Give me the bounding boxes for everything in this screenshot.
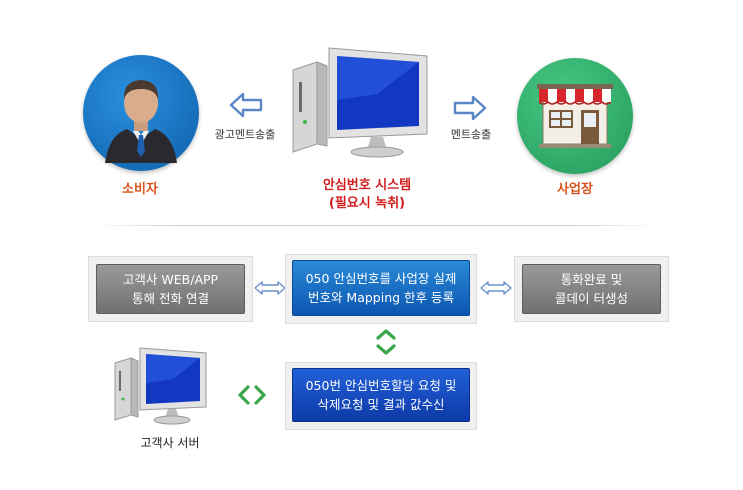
call-complete-box: 통화완료 및 콜데이 터생성 — [522, 264, 661, 314]
double-arrow-icon — [254, 281, 286, 295]
web-app-connect-box: 고객사 WEB/APP 통해 전화 연결 — [96, 264, 245, 314]
store-label: 사업장 — [557, 182, 593, 197]
lower-box-line2: 삭제요청 및 결과 값수신 — [317, 397, 445, 412]
left-arrow-caption: 광고멘트송출 — [214, 128, 276, 141]
consumer-label: 소비자 — [122, 182, 158, 197]
computer-icon — [292, 47, 428, 158]
chevron-leftright-icon — [238, 385, 266, 405]
left-box-line2: 통해 전화 연결 — [132, 291, 209, 306]
left-arrow-icon — [229, 92, 263, 118]
right-arrow-icon — [453, 95, 487, 121]
businessman-icon — [105, 80, 177, 163]
right-box-line1: 통화완료 및 — [560, 272, 623, 287]
center-box-line2: 번호와 Mapping 한후 등록 — [307, 290, 455, 305]
right-box-line2: 콜데이 터생성 — [555, 291, 628, 306]
system-label-line1: 안심번호 시스템 — [322, 178, 412, 193]
chevron-updown-icon — [376, 329, 396, 355]
left-box-line1: 고객사 WEB/APP — [122, 272, 219, 287]
server-label: 고객사 서버 — [140, 436, 200, 450]
right-arrow-caption: 멘트송출 — [450, 128, 492, 141]
system-label-line2: (필요시 녹취) — [328, 196, 406, 211]
number-allocation-box: 050번 안심번호할당 요청 및 삭제요청 및 결과 값수신 — [292, 368, 470, 422]
store-icon — [537, 84, 613, 148]
consumer-circle — [83, 55, 199, 171]
double-arrow-icon — [480, 281, 512, 295]
server-computer-icon — [114, 347, 207, 425]
lower-box-line1: 050번 안심번호할당 요청 및 — [305, 378, 457, 393]
store-circle — [517, 58, 633, 174]
section-divider — [92, 225, 657, 226]
mapping-register-box: 050 안심번호를 사업장 실제 번호와 Mapping 한후 등록 — [292, 260, 470, 316]
center-box-line1: 050 안심번호를 사업장 실제 — [305, 271, 457, 286]
